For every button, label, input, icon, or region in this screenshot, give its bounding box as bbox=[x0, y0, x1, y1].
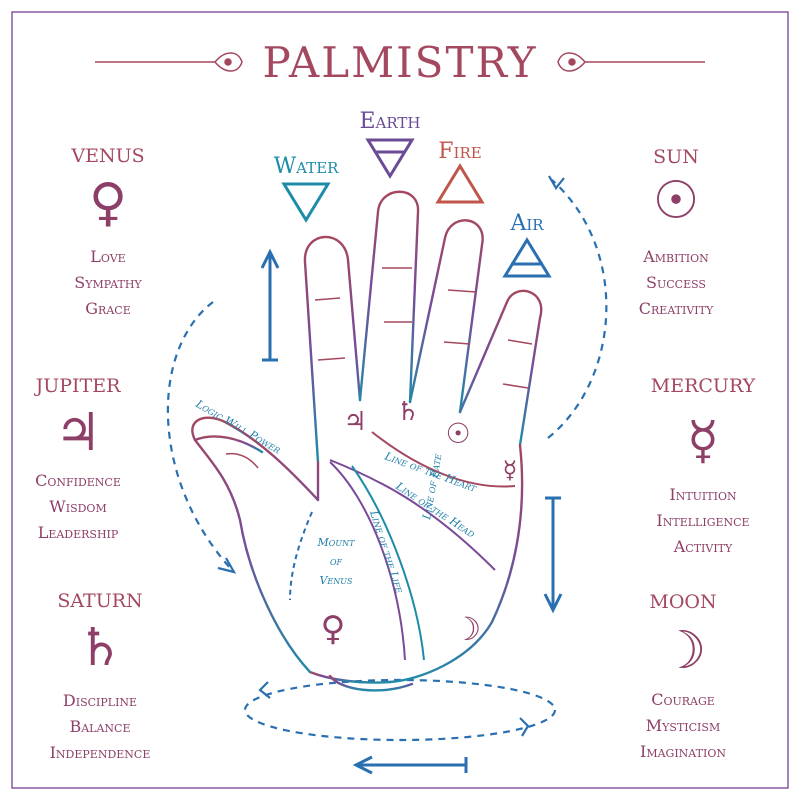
planet-name-moon: MOON bbox=[649, 591, 716, 613]
arrow-bottom-ellipse bbox=[243, 678, 557, 742]
life-line bbox=[329, 461, 406, 661]
trait-mysticism: Mysticism bbox=[646, 716, 720, 735]
moon-symbol-icon: ☽ bbox=[660, 621, 707, 681]
planet-moon: MOON ☽ Courage Mysticism Imagination bbox=[640, 591, 726, 761]
trait-wisdom: Wisdom bbox=[49, 497, 106, 516]
planet-jupiter: JUPITER ♃ Confidence Wisdom Leadership bbox=[34, 375, 121, 542]
planet-name-saturn: SATURN bbox=[57, 590, 142, 612]
planet-name-venus: VENUS bbox=[70, 145, 144, 167]
page-title: PALMISTRY bbox=[262, 38, 537, 87]
trait-sympathy: Sympathy bbox=[74, 273, 142, 292]
element-label-fire: Fire bbox=[438, 139, 481, 164]
element-label-water: Water bbox=[274, 154, 340, 179]
air-triangle-icon bbox=[502, 237, 552, 278]
trait-ambition: Ambition bbox=[642, 247, 709, 266]
mercury-mount-icon: ☿ bbox=[503, 456, 518, 484]
heart-line bbox=[371, 431, 516, 488]
saturn-mount-icon: ♄ bbox=[396, 397, 419, 427]
planet-saturn: SATURN ♄ Discipline Balance Independence bbox=[50, 590, 151, 762]
sun-mount-icon: ☉ bbox=[445, 417, 470, 450]
trait-creativity: Creativity bbox=[639, 299, 714, 318]
trait-discipline: Discipline bbox=[63, 691, 137, 710]
trait-confidence: Confidence bbox=[35, 471, 121, 490]
venus-mount-icon: ♀ bbox=[321, 609, 346, 649]
finger-creases bbox=[225, 267, 533, 469]
fire-triangle-icon bbox=[435, 163, 485, 204]
trait-love: Love bbox=[90, 247, 125, 266]
label-mount-1: Mount bbox=[317, 536, 356, 549]
arrow-up-left bbox=[260, 248, 280, 362]
planet-name-sun: SUN bbox=[653, 146, 699, 168]
arrow-bottom-left bbox=[352, 755, 468, 775]
label-mount-3: Venus bbox=[319, 574, 353, 587]
planet-mercury: MERCURY ☿ Intuition Intelligence Activit… bbox=[651, 375, 756, 556]
label-logic-will-power: Logic Will Power bbox=[193, 397, 283, 457]
trait-intuition: Intuition bbox=[669, 485, 737, 504]
planet-sun: SUN ☉ Ambition Success Creativity bbox=[639, 146, 714, 318]
venus-symbol-icon: ♀ bbox=[89, 173, 127, 233]
moon-mount-icon: ☽ bbox=[453, 610, 482, 648]
fate-line bbox=[351, 465, 425, 661]
title-ornament-right bbox=[557, 52, 705, 72]
planet-venus: VENUS ♀ Love Sympathy Grace bbox=[70, 145, 144, 318]
palm-glyphs: ♃ ♄ ☉ ☿ ♀ ☽ bbox=[321, 397, 518, 649]
trait-imagination: Imagination bbox=[640, 742, 726, 761]
outer-frame bbox=[11, 11, 789, 789]
jupiter-symbol-icon: ♃ bbox=[55, 403, 102, 463]
label-mount-2: of bbox=[330, 555, 343, 568]
trait-grace: Grace bbox=[85, 299, 130, 318]
mercury-symbol-icon: ☿ bbox=[687, 411, 719, 471]
element-label-earth: Earth bbox=[359, 109, 420, 134]
trait-success: Success bbox=[646, 273, 706, 292]
trait-leadership: Leadership bbox=[38, 523, 119, 542]
earth-triangle-icon bbox=[365, 138, 415, 179]
planet-name-jupiter: JUPITER bbox=[34, 375, 121, 397]
head-line bbox=[329, 459, 496, 571]
arrow-down-right bbox=[543, 496, 563, 614]
trait-independence: Independence bbox=[50, 743, 151, 762]
saturn-symbol-icon: ♄ bbox=[77, 618, 124, 678]
trait-intelligence: Intelligence bbox=[656, 511, 749, 530]
palm-lines bbox=[289, 431, 516, 661]
hand-outline bbox=[191, 190, 543, 692]
trait-activity: Activity bbox=[673, 537, 733, 556]
planet-name-mercury: MERCURY bbox=[651, 375, 756, 397]
jupiter-mount-icon: ♃ bbox=[343, 407, 366, 437]
trait-balance: Balance bbox=[69, 717, 130, 736]
sun-symbol-icon: ☉ bbox=[653, 171, 700, 231]
label-life-line: Line of the Life bbox=[367, 508, 406, 595]
trait-courage: Courage bbox=[651, 690, 715, 709]
arrow-heads bbox=[217, 175, 565, 737]
arrow-left-arc bbox=[166, 301, 233, 571]
venus-mount-curve bbox=[289, 511, 313, 601]
arrow-right-arc bbox=[547, 179, 608, 439]
element-label-air: Air bbox=[509, 211, 544, 236]
water-triangle-icon bbox=[281, 182, 331, 223]
title-ornament-left bbox=[95, 52, 243, 72]
